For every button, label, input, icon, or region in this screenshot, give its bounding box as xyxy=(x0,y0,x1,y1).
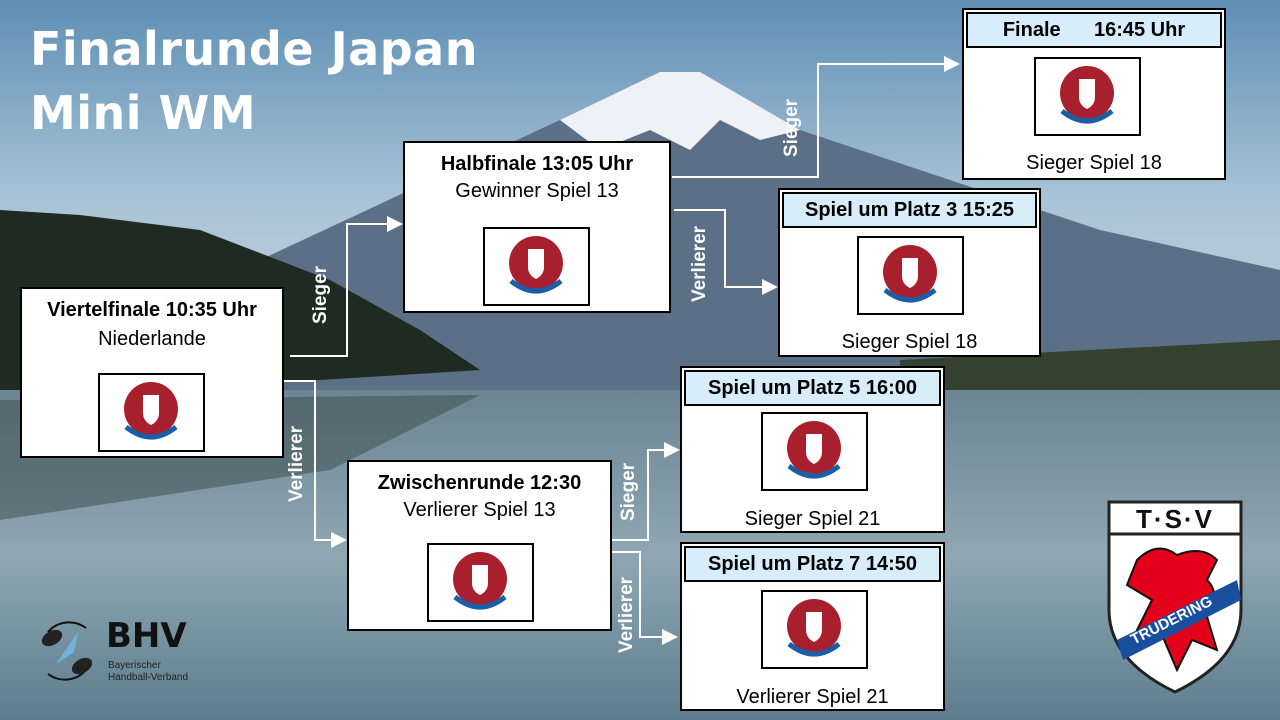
team-logo xyxy=(857,236,964,315)
bhv-name: BHV xyxy=(106,616,187,656)
match-title: Viertelfinale 10:35 Uhr xyxy=(47,299,257,321)
match-viertelfinale: Viertelfinale 10:35 Uhr Niederlande xyxy=(20,287,284,458)
match-zwischenrunde: Zwischenrunde 12:30 Verlierer Spiel 13 xyxy=(347,460,612,631)
label-sieger-hf: Sieger xyxy=(781,98,803,158)
match-footer: Sieger Spiel 18 xyxy=(1026,152,1162,174)
match-footer: Sieger Spiel 18 xyxy=(841,331,978,353)
match-halbfinale: Halbfinale 13:05 Uhr Gewinner Spiel 13 xyxy=(403,141,671,313)
match-header: Spiel um Platz 3 15:25 xyxy=(782,192,1037,228)
tsv-trudering-logo: T·S·V TRUDERING xyxy=(1107,500,1243,694)
match-title: Halbfinale 13:05 Uhr xyxy=(440,153,634,175)
match-footer: Verlierer Spiel 21 xyxy=(736,686,889,708)
match-platz5: Spiel um Platz 5 16:00 Sieger Spiel 21 xyxy=(680,366,945,533)
bhv-logo: BHV Bayerischer Handball-Verband xyxy=(36,616,216,688)
match-subtitle: Niederlande xyxy=(98,328,206,350)
match-title: Zwischenrunde 12:30 xyxy=(377,472,582,494)
team-logo xyxy=(761,412,868,491)
tsv-letters: T·S·V xyxy=(1136,504,1214,534)
team-logo xyxy=(761,590,868,669)
match-subtitle: Gewinner Spiel 13 xyxy=(455,180,619,202)
match-header: Spiel um Platz 5 16:00 xyxy=(684,370,941,406)
match-header: Spiel um Platz 7 14:50 xyxy=(684,546,941,582)
label-verlierer-hf: Verlierer xyxy=(689,225,711,303)
team-logo xyxy=(98,373,205,452)
match-platz7: Spiel um Platz 7 14:50 Verlierer Spiel 2… xyxy=(680,542,945,711)
page-title-line2: Mini WM xyxy=(30,86,257,140)
label-sieger-vf: Sieger xyxy=(310,265,332,325)
bhv-emblem-icon xyxy=(41,621,93,681)
team-logo xyxy=(1034,57,1141,136)
label-verlierer-zr: Verlierer xyxy=(616,576,638,654)
match-header: Finale 16:45 Uhr xyxy=(966,12,1222,48)
label-sieger-zr: Sieger xyxy=(618,462,640,522)
bhv-sub2: Handball-Verband xyxy=(108,672,189,683)
bhv-subtitle: Bayerischer Handball-Verband xyxy=(108,660,188,684)
page-title-line1: Finalrunde Japan xyxy=(30,22,478,76)
team-logo xyxy=(483,227,590,306)
team-logo xyxy=(427,543,534,622)
match-platz3: Spiel um Platz 3 15:25 Sieger Spiel 18 xyxy=(778,188,1041,357)
match-footer: Sieger Spiel 21 xyxy=(744,508,881,530)
bhv-sub1: Bayerischer xyxy=(108,660,161,671)
match-finale: Finale 16:45 Uhr Sieger Spiel 18 xyxy=(962,8,1226,180)
label-verlierer-vf: Verlierer xyxy=(286,425,308,503)
match-subtitle: Verlierer Spiel 13 xyxy=(403,499,556,521)
